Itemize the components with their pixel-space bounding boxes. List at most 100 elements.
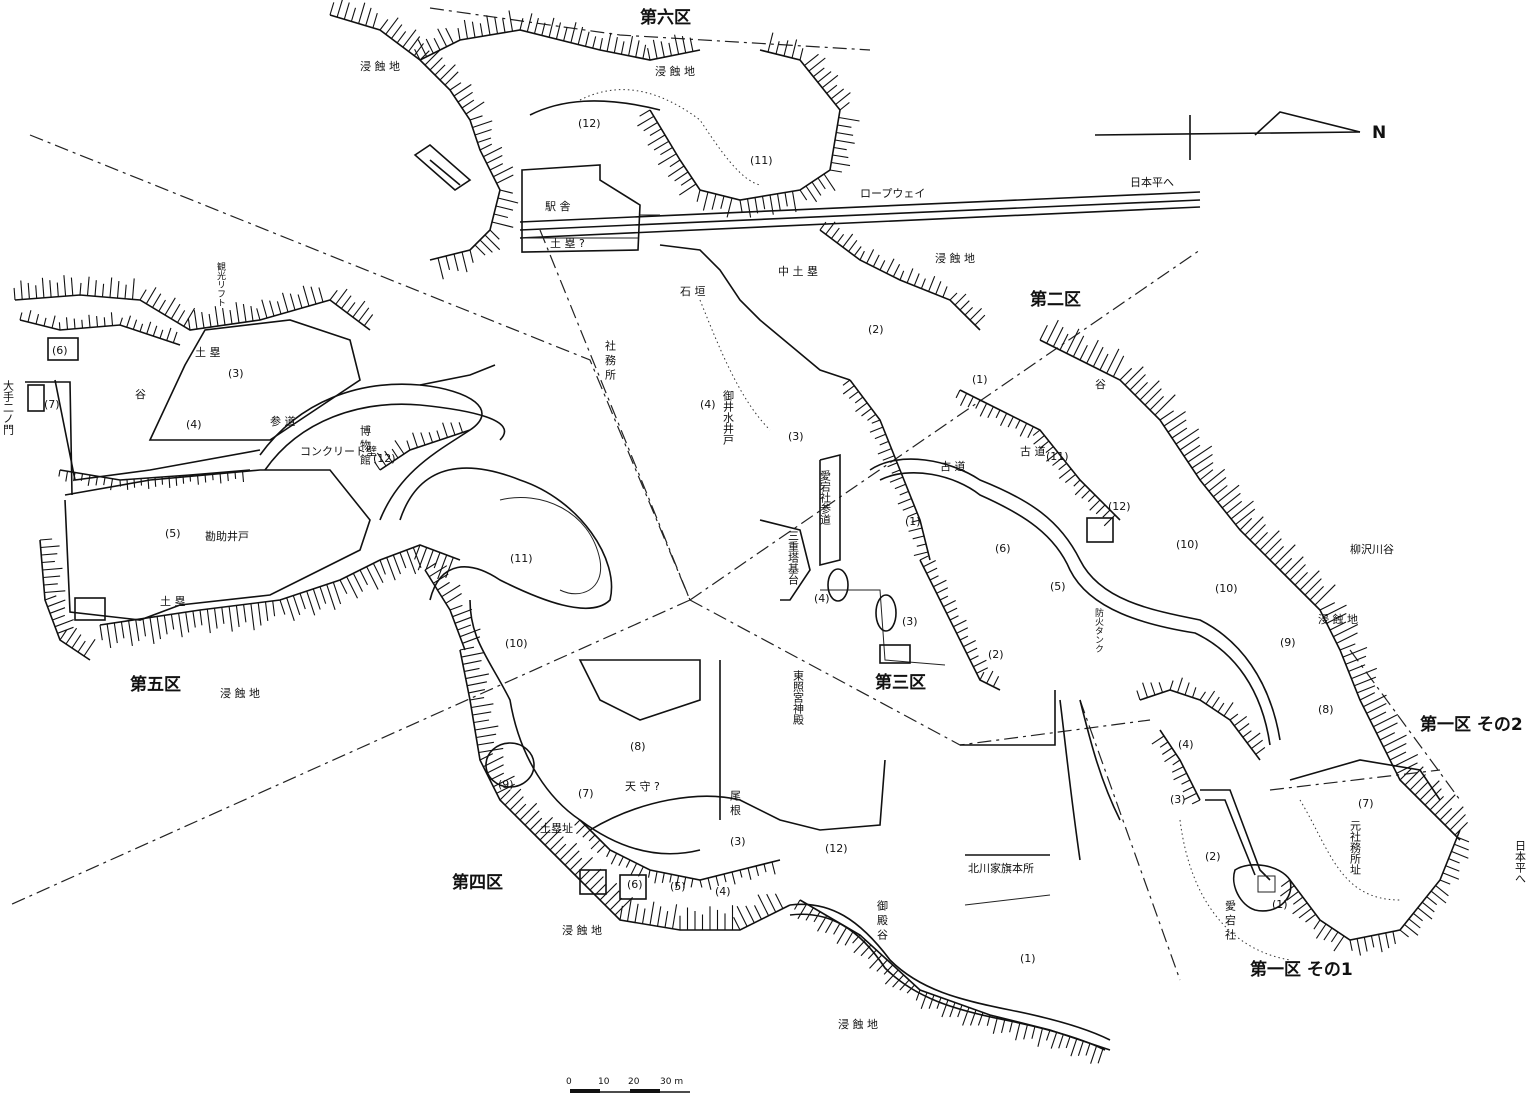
hachure-stroke [690,878,694,888]
hachure-stroke [27,282,30,299]
hachure-stroke [726,197,733,218]
hachure-stroke [340,295,352,309]
hachure-stroke [103,317,106,327]
tenshu-label: 天 守 ? [625,779,660,793]
parcel-label: (7) [578,787,594,800]
hachure-stroke [449,604,463,611]
hachure-stroke [1238,723,1250,732]
hachure-stroke [1342,646,1368,658]
hachure-stroke [477,741,494,746]
hachure-stroke [882,455,895,461]
hachure-stroke [835,92,851,105]
hachure-stroke [1027,426,1034,439]
parcel-label: (10) [505,637,528,650]
hachure-stroke [437,581,450,591]
hachure-stroke [604,890,620,906]
hachure-stroke [434,64,446,76]
hachure-stroke [1379,732,1396,741]
hachure-stroke [1339,643,1356,651]
hachure-stroke [766,893,777,913]
hachure-stroke [1408,918,1421,929]
hachure-stroke [707,877,712,890]
hachure-stroke [332,582,342,605]
hachure-stroke [1129,374,1146,391]
zone-1b-label: 第一区 その2 [1420,714,1523,735]
hachure-stroke [1239,517,1253,531]
hachure-stroke [733,916,741,931]
hachure-stroke [394,440,405,455]
hachure-stroke [736,906,748,927]
hachure-stroke [943,600,956,608]
hachure-stroke [1208,476,1227,492]
hachure-stroke [156,616,162,640]
furumichi-label: 古 道 [1020,444,1046,458]
hachure-stroke [564,850,580,866]
hachure-stroke [920,278,926,289]
slope-hachures [13,0,1470,1064]
hachure-stroke [459,646,475,651]
hachure-stroke [1159,410,1175,421]
hachure-stroke [1149,396,1164,411]
hachure-stroke [1050,1032,1058,1049]
hachure-stroke [837,124,852,128]
hachure-stroke [461,251,468,273]
station-building [521,164,641,253]
hachure-stroke [120,621,125,639]
hachure-stroke [912,535,925,540]
hachure-stroke [329,289,338,301]
hachure-stroke [771,861,776,875]
hachure-stroke [1164,753,1177,763]
museum-label: 博 物 館 [359,425,372,466]
parcel-label: (2) [1205,850,1221,863]
hachure-stroke [1052,457,1063,466]
zone-5-label: 第五区 [130,674,181,695]
hachure-stroke [668,42,672,56]
hachure-stroke [1279,557,1293,571]
parcel-label: (6) [627,878,643,891]
hachure-stroke [833,146,847,151]
hachure-stroke [926,567,938,574]
erosion-label: 浸 蝕 地 [562,923,602,937]
kansuke-ido-label: 勘助井戸 [205,529,249,543]
hachure-stroke [27,310,32,323]
hachure-stroke [352,573,363,592]
hachure-stroke [43,575,61,579]
hachure-stroke [372,563,384,583]
hachure-stroke [1444,806,1464,826]
hachure-stroke [979,671,985,681]
hachure-stroke [1244,516,1264,536]
hachure-stroke [942,286,948,298]
hachure-stroke [908,527,923,532]
hachure-stroke [414,544,421,560]
hachure-stroke [70,277,74,296]
parcel-label: (6) [52,344,68,357]
hachure-stroke [519,18,524,31]
scale-tick-label: 30 m [660,1077,683,1087]
hachure-stroke [1223,702,1234,717]
hachure-stroke [534,817,553,836]
hachure-stroke [469,249,474,263]
dorui-label: 土 塁 [160,595,186,608]
hachure-stroke [1007,416,1014,428]
hachure-stroke [1286,890,1299,901]
valley-label: 谷 [1095,378,1106,391]
hachure-stroke [1212,485,1228,498]
hachure-stroke [1221,492,1241,509]
hachure-stroke [386,557,396,581]
hachure-stroke [187,317,191,331]
hachure-stroke [1077,1040,1084,1056]
hachure-stroke [495,205,514,211]
hachure-stroke [842,233,854,248]
hachure-stroke [1059,333,1069,351]
hachure-stroke [1095,504,1106,515]
hachure-stroke [954,293,967,306]
hachure-stroke [1167,419,1187,433]
hachure-stroke [376,452,387,467]
hachure-stroke [1139,380,1160,401]
hachure-stroke [812,67,825,78]
hachure-stroke [1329,621,1347,631]
hachure-stroke [720,195,725,209]
hachure-stroke [468,689,486,694]
hachure-stroke [883,964,894,975]
hachure-stroke [1087,494,1096,503]
